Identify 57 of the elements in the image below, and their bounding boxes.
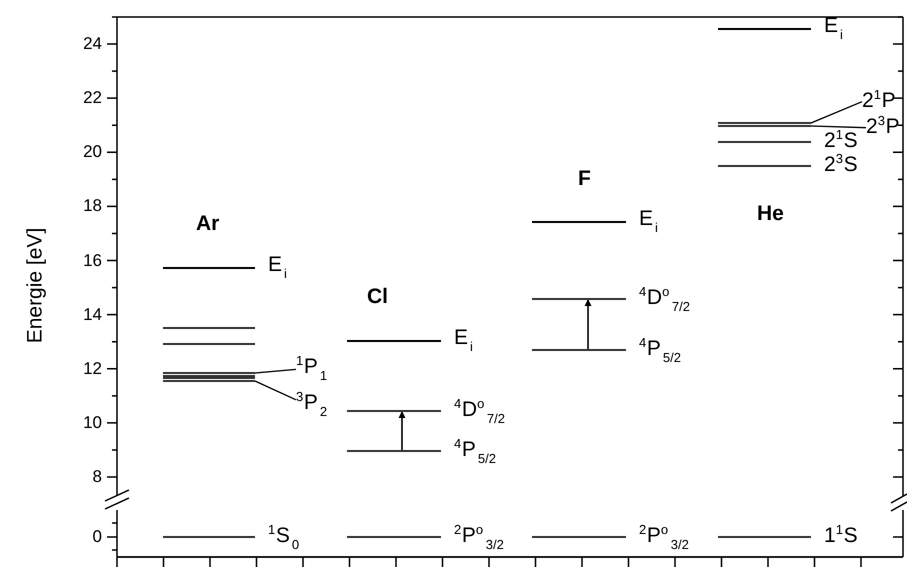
level-label: $^{1}$P$_{1}$	[296, 354, 328, 382]
level-label: 2$^{1}$P	[862, 88, 896, 111]
element-label: Ar	[196, 213, 220, 234]
energy-level-line	[163, 380, 255, 382]
tick-label: 24	[82, 35, 102, 52]
energy-level-line	[163, 536, 255, 538]
tick-label: 16	[82, 252, 102, 269]
energy-level-line	[532, 349, 626, 351]
tick-label: 8	[92, 468, 102, 485]
transition-arrow	[584, 298, 592, 350]
level-label: 1$^{1}$S	[824, 523, 858, 546]
tick-label: 14	[82, 306, 102, 323]
tick-label: 22	[82, 89, 102, 106]
energy-level-line	[347, 410, 441, 412]
energy-level-line	[163, 327, 255, 329]
leader-line	[254, 380, 296, 400]
energy-level-line	[532, 298, 626, 300]
energy-level-line	[347, 450, 441, 452]
ionization-level-line	[347, 340, 441, 342]
energy-level-line	[163, 375, 255, 377]
level-label: 2$^{3}$S	[824, 152, 858, 175]
tick-label: 10	[82, 414, 102, 431]
axis-title: Energie [eV]	[24, 226, 46, 346]
element-label: He	[757, 203, 784, 224]
level-label: E$_{i}$	[268, 254, 287, 280]
tick-label: 18	[82, 197, 102, 214]
level-label: $^{4}$P$_{5/2}$	[454, 437, 496, 465]
ionization-level-line	[532, 220, 626, 224]
energy-level-line	[718, 165, 811, 167]
energy-level-line	[163, 343, 255, 345]
level-label: 2$^{1}$S	[824, 128, 858, 151]
level-label: E$_{i}$	[824, 15, 843, 42]
ionization-level-line	[163, 266, 255, 270]
energy-level-line	[718, 122, 811, 124]
tick-label: 12	[82, 360, 102, 377]
energy-level-line	[718, 141, 811, 143]
energy-level-line	[163, 377, 255, 379]
level-label: 2$^{3}$P	[866, 114, 900, 137]
element-label: Cl	[367, 286, 388, 307]
level-label: $^{1}$S$_{0}$	[268, 523, 300, 551]
energy-level-line	[163, 372, 255, 374]
element-label: F	[578, 168, 591, 189]
leader-line	[810, 101, 862, 124]
level-label: E$_{i}$	[639, 208, 658, 234]
energy-level-line	[532, 536, 626, 538]
energy-level-line	[347, 536, 441, 538]
transition-arrow	[398, 410, 406, 451]
energy-level-line	[718, 536, 811, 538]
energy-level-line	[718, 125, 811, 127]
tick-label: 0	[92, 528, 102, 545]
leader-line	[810, 125, 866, 128]
level-label: E$_{i}$	[454, 327, 473, 354]
tick-label: 20	[82, 143, 102, 160]
level-label: $^{3}$P$_{2}$	[296, 390, 328, 418]
leader-line	[254, 368, 296, 374]
level-label: $^{4}$P$_{5/2}$	[639, 336, 681, 364]
ionization-level-line	[718, 28, 811, 30]
